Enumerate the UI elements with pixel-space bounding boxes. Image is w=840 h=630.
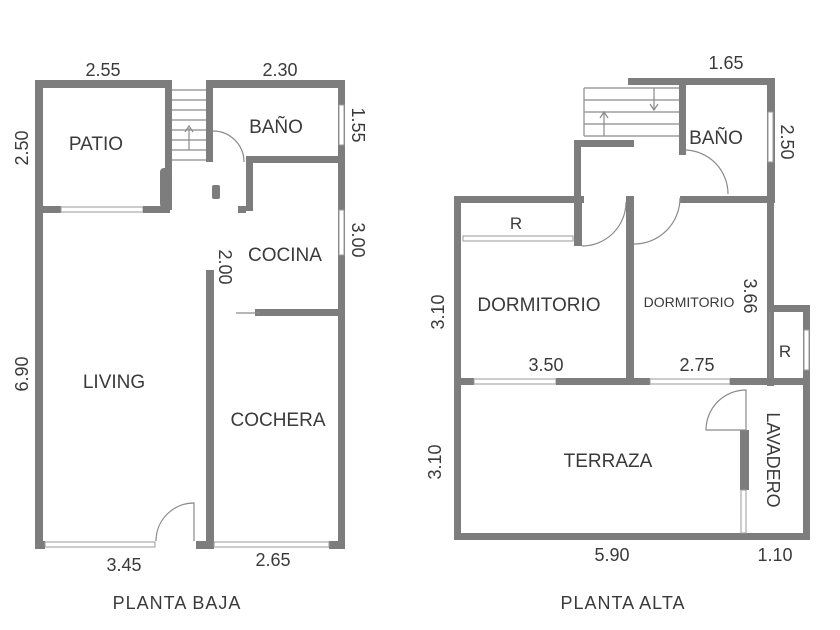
ground-floor-plan: PATIO BAÑO COCINA LIVING COCHERA 2.55 2.… <box>12 60 368 613</box>
room-label-cocina: COCINA <box>248 245 322 266</box>
upper-bano-west-wall <box>679 85 686 155</box>
ground-north-wall-bano <box>206 80 345 88</box>
dorm2-door-swing <box>633 197 681 245</box>
front-door-swing <box>155 502 195 542</box>
room-label-dormitorio-1: DORMITORIO <box>477 295 600 316</box>
dim-upper-left-terraza: 3.10 <box>425 444 445 479</box>
dim-ground-bottom-right: 2.65 <box>255 550 290 570</box>
terraza-north-wall-a <box>454 378 474 385</box>
upper-north-wall-dorm1 <box>454 196 584 203</box>
dim-upper-top-bano: 1.65 <box>708 53 743 73</box>
dim-ground-right-cocina: 3.00 <box>348 222 368 257</box>
dorm1-closet-front <box>462 235 574 242</box>
dim-upper-right-dorm: 3.66 <box>740 278 760 313</box>
dim-ground-top-right: 2.30 <box>262 60 297 80</box>
dim-ground-hall: 2.00 <box>215 249 235 284</box>
ground-south-wall-a <box>35 541 45 549</box>
dim-upper-mid-right: 2.75 <box>679 355 714 375</box>
dorm1-door-swing <box>581 201 627 247</box>
room-label-closet-2: R <box>779 342 791 361</box>
closet-window <box>803 329 810 371</box>
room-label-upper-bano: BAÑO <box>689 127 743 149</box>
living-cochera-wall <box>206 270 214 549</box>
dim-upper-bottom-right: 1.10 <box>757 545 792 565</box>
plan-title-ground: PLANTA BAJA <box>113 593 242 613</box>
lavadero-door-swing <box>705 389 747 431</box>
dim-ground-left-living: 6.90 <box>12 356 32 391</box>
dim-upper-bottom-left: 5.90 <box>594 545 629 565</box>
ground-stairs <box>172 89 206 161</box>
hall-column <box>212 185 220 199</box>
hall-stub <box>238 206 246 213</box>
room-label-patio: PATIO <box>69 134 123 155</box>
room-label-closet-1: R <box>510 214 522 233</box>
dim-ground-bottom-left: 3.45 <box>106 555 141 575</box>
cochera-front-opening <box>213 541 330 548</box>
upper-south-wall <box>454 533 810 540</box>
patio-south-wall-a <box>35 206 61 213</box>
ground-west-wall <box>35 80 43 549</box>
upper-north-wall-dorm2 <box>680 196 775 203</box>
patio-south-wall-b <box>143 206 170 213</box>
ground-north-wall-patio <box>35 80 170 88</box>
upper-east-wall-dorm2 <box>767 196 774 386</box>
patio-window <box>60 206 144 213</box>
dim-ground-top-left: 2.55 <box>85 60 120 80</box>
dorm2-window <box>649 378 731 385</box>
bano-south-wall <box>246 156 345 163</box>
plan-title-upper: PLANTA ALTA <box>560 593 685 613</box>
upper-stair-west-wall <box>574 140 581 196</box>
cocina-west-wall <box>246 156 253 211</box>
dim-upper-left-dorm: 3.10 <box>428 294 448 329</box>
ground-south-wall-c <box>329 541 345 549</box>
dorm-separator-wall <box>626 196 634 382</box>
terraza-north-wall-c <box>730 378 810 385</box>
room-label-dormitorio-2: DORMITORIO <box>644 294 735 310</box>
patio-door-jamb <box>160 168 172 208</box>
dim-ground-left-patio: 2.50 <box>12 130 32 165</box>
living-front-window <box>44 541 156 548</box>
room-label-bano: BAÑO <box>249 116 303 138</box>
dim-upper-mid-left: 3.50 <box>528 355 563 375</box>
upper-north-wall <box>628 78 775 85</box>
upper-bano-door-swing <box>685 149 729 195</box>
dorm1-closet-east-wall <box>574 196 582 246</box>
room-label-lavadero: LAVADERO <box>763 412 783 507</box>
upper-east-wall <box>803 305 810 540</box>
upper-stairs <box>583 87 679 137</box>
room-label-cochera: COCHERA <box>230 410 325 431</box>
bano-window <box>338 104 345 146</box>
terraza-north-wall-b <box>556 378 650 385</box>
patio-east-wall <box>165 80 172 210</box>
cocina-south-wall <box>255 309 345 316</box>
dim-upper-right-bano: 2.50 <box>777 124 797 159</box>
stair-east-wall <box>206 80 213 162</box>
dorm1-window <box>473 378 557 385</box>
upper-floor-plan: BAÑO R DORMITORIO DORMITORIO R TERRAZA L… <box>425 53 810 613</box>
room-label-living: LIVING <box>83 372 145 393</box>
dim-ground-right-bano: 1.55 <box>348 107 368 142</box>
upper-bano-window <box>767 111 774 163</box>
lavadero-west-wall <box>740 430 749 490</box>
upper-stair-south-wall <box>574 140 634 147</box>
closet-north-wall <box>767 305 810 312</box>
upper-west-wall <box>454 196 461 540</box>
ground-south-wall-b <box>196 541 214 549</box>
room-label-terraza: TERRAZA <box>564 451 653 472</box>
cocina-window <box>338 209 345 256</box>
lavadero-opening <box>740 489 747 534</box>
bano-door-swing <box>212 130 245 163</box>
